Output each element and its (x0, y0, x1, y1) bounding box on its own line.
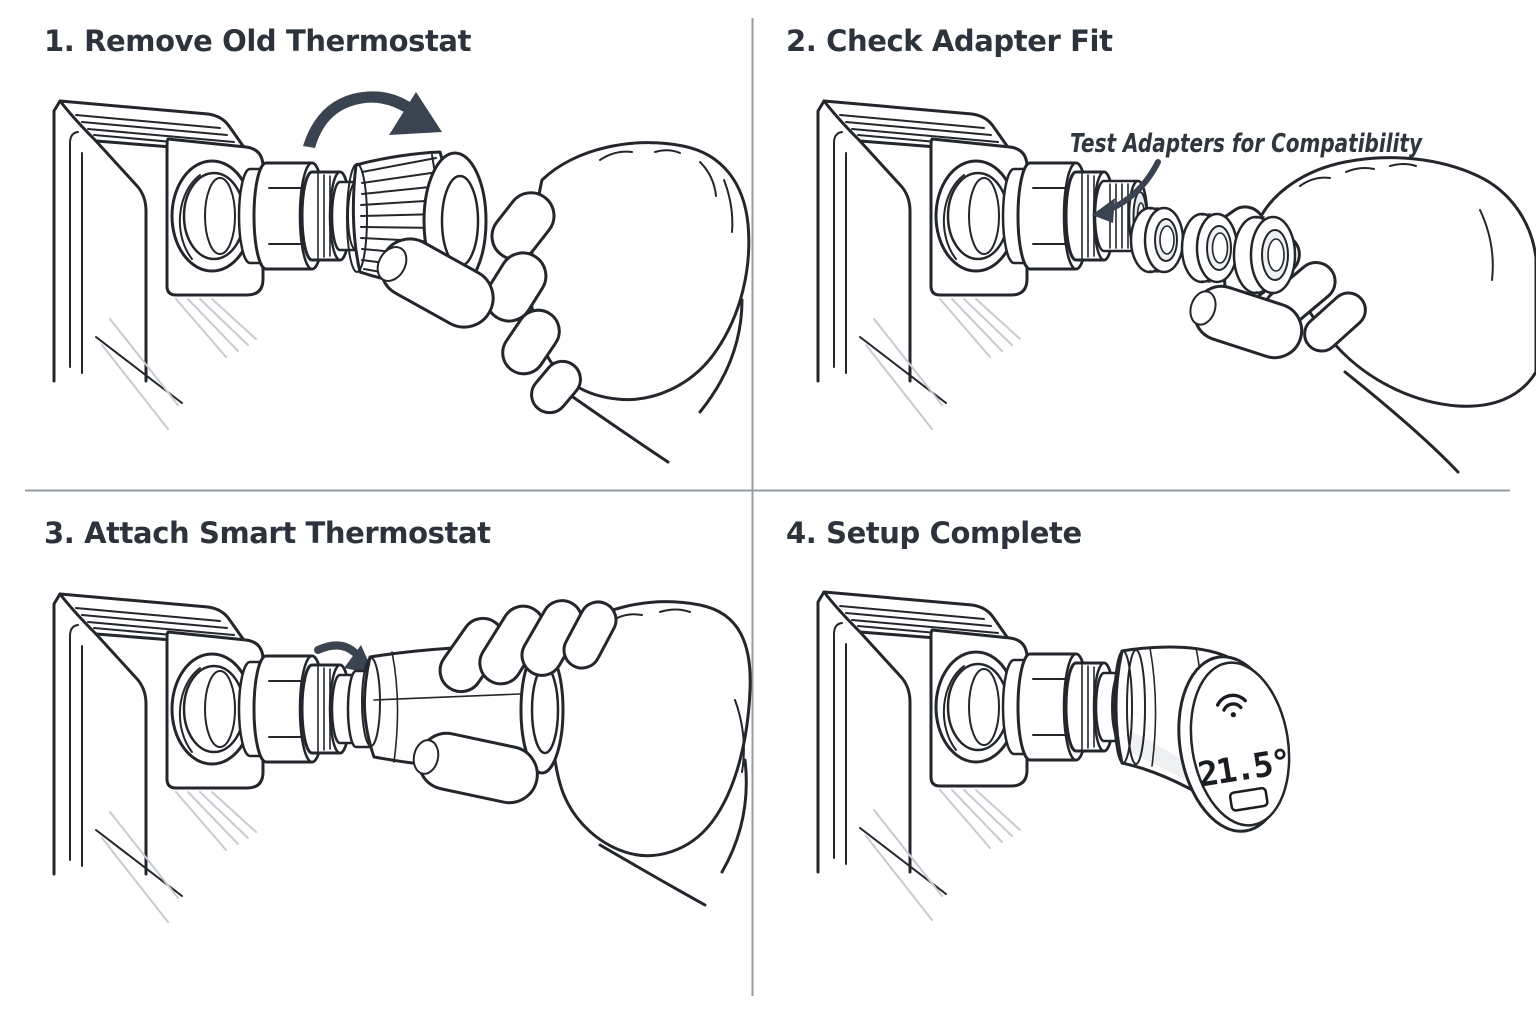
radiator-illustration (816, 590, 1116, 922)
step-3-title: 3. Attach Smart Thermostat (44, 516, 491, 550)
radiator-illustration (52, 592, 352, 924)
smart-thermostat (346, 644, 565, 775)
forearm-line (558, 386, 670, 464)
forearm-line (1343, 370, 1460, 474)
thumb (1189, 284, 1304, 360)
forearm-line (598, 843, 707, 907)
adapter-annotation: Test Adapters for Compatibility (1070, 129, 1423, 159)
hand (528, 141, 751, 464)
radiator-illustration (52, 99, 352, 431)
rotation-arrow-icon (303, 91, 442, 148)
fingers (438, 599, 618, 694)
step-2-illustration: Test Adapters for Compatibility (816, 99, 1536, 474)
step-4-illustration: 21.5° (816, 590, 1293, 922)
step-1-title: 1. Remove Old Thermostat (44, 24, 472, 58)
adapter-rings (1129, 206, 1297, 295)
hand (1256, 156, 1536, 474)
adapter-ring (1232, 215, 1297, 295)
step-4-title: 4. Setup Complete (786, 516, 1082, 550)
step-1-illustration (52, 91, 751, 464)
thumb (376, 237, 495, 329)
smart-thermostat: 21.5° (1113, 645, 1293, 833)
adapter-ring (1180, 212, 1239, 284)
fingers (484, 191, 582, 415)
annotation-arrow-icon (1092, 159, 1161, 223)
step-3-illustration (52, 592, 752, 924)
thumb (412, 731, 539, 805)
step-2-title: 2. Check Adapter Fit (786, 24, 1113, 58)
wifi-icon (1215, 693, 1247, 718)
thermostat-display: 21.5° (1177, 655, 1293, 833)
panel-dividers (25, 18, 1510, 996)
adapter-ring (1129, 206, 1185, 274)
display-button (1228, 786, 1269, 812)
